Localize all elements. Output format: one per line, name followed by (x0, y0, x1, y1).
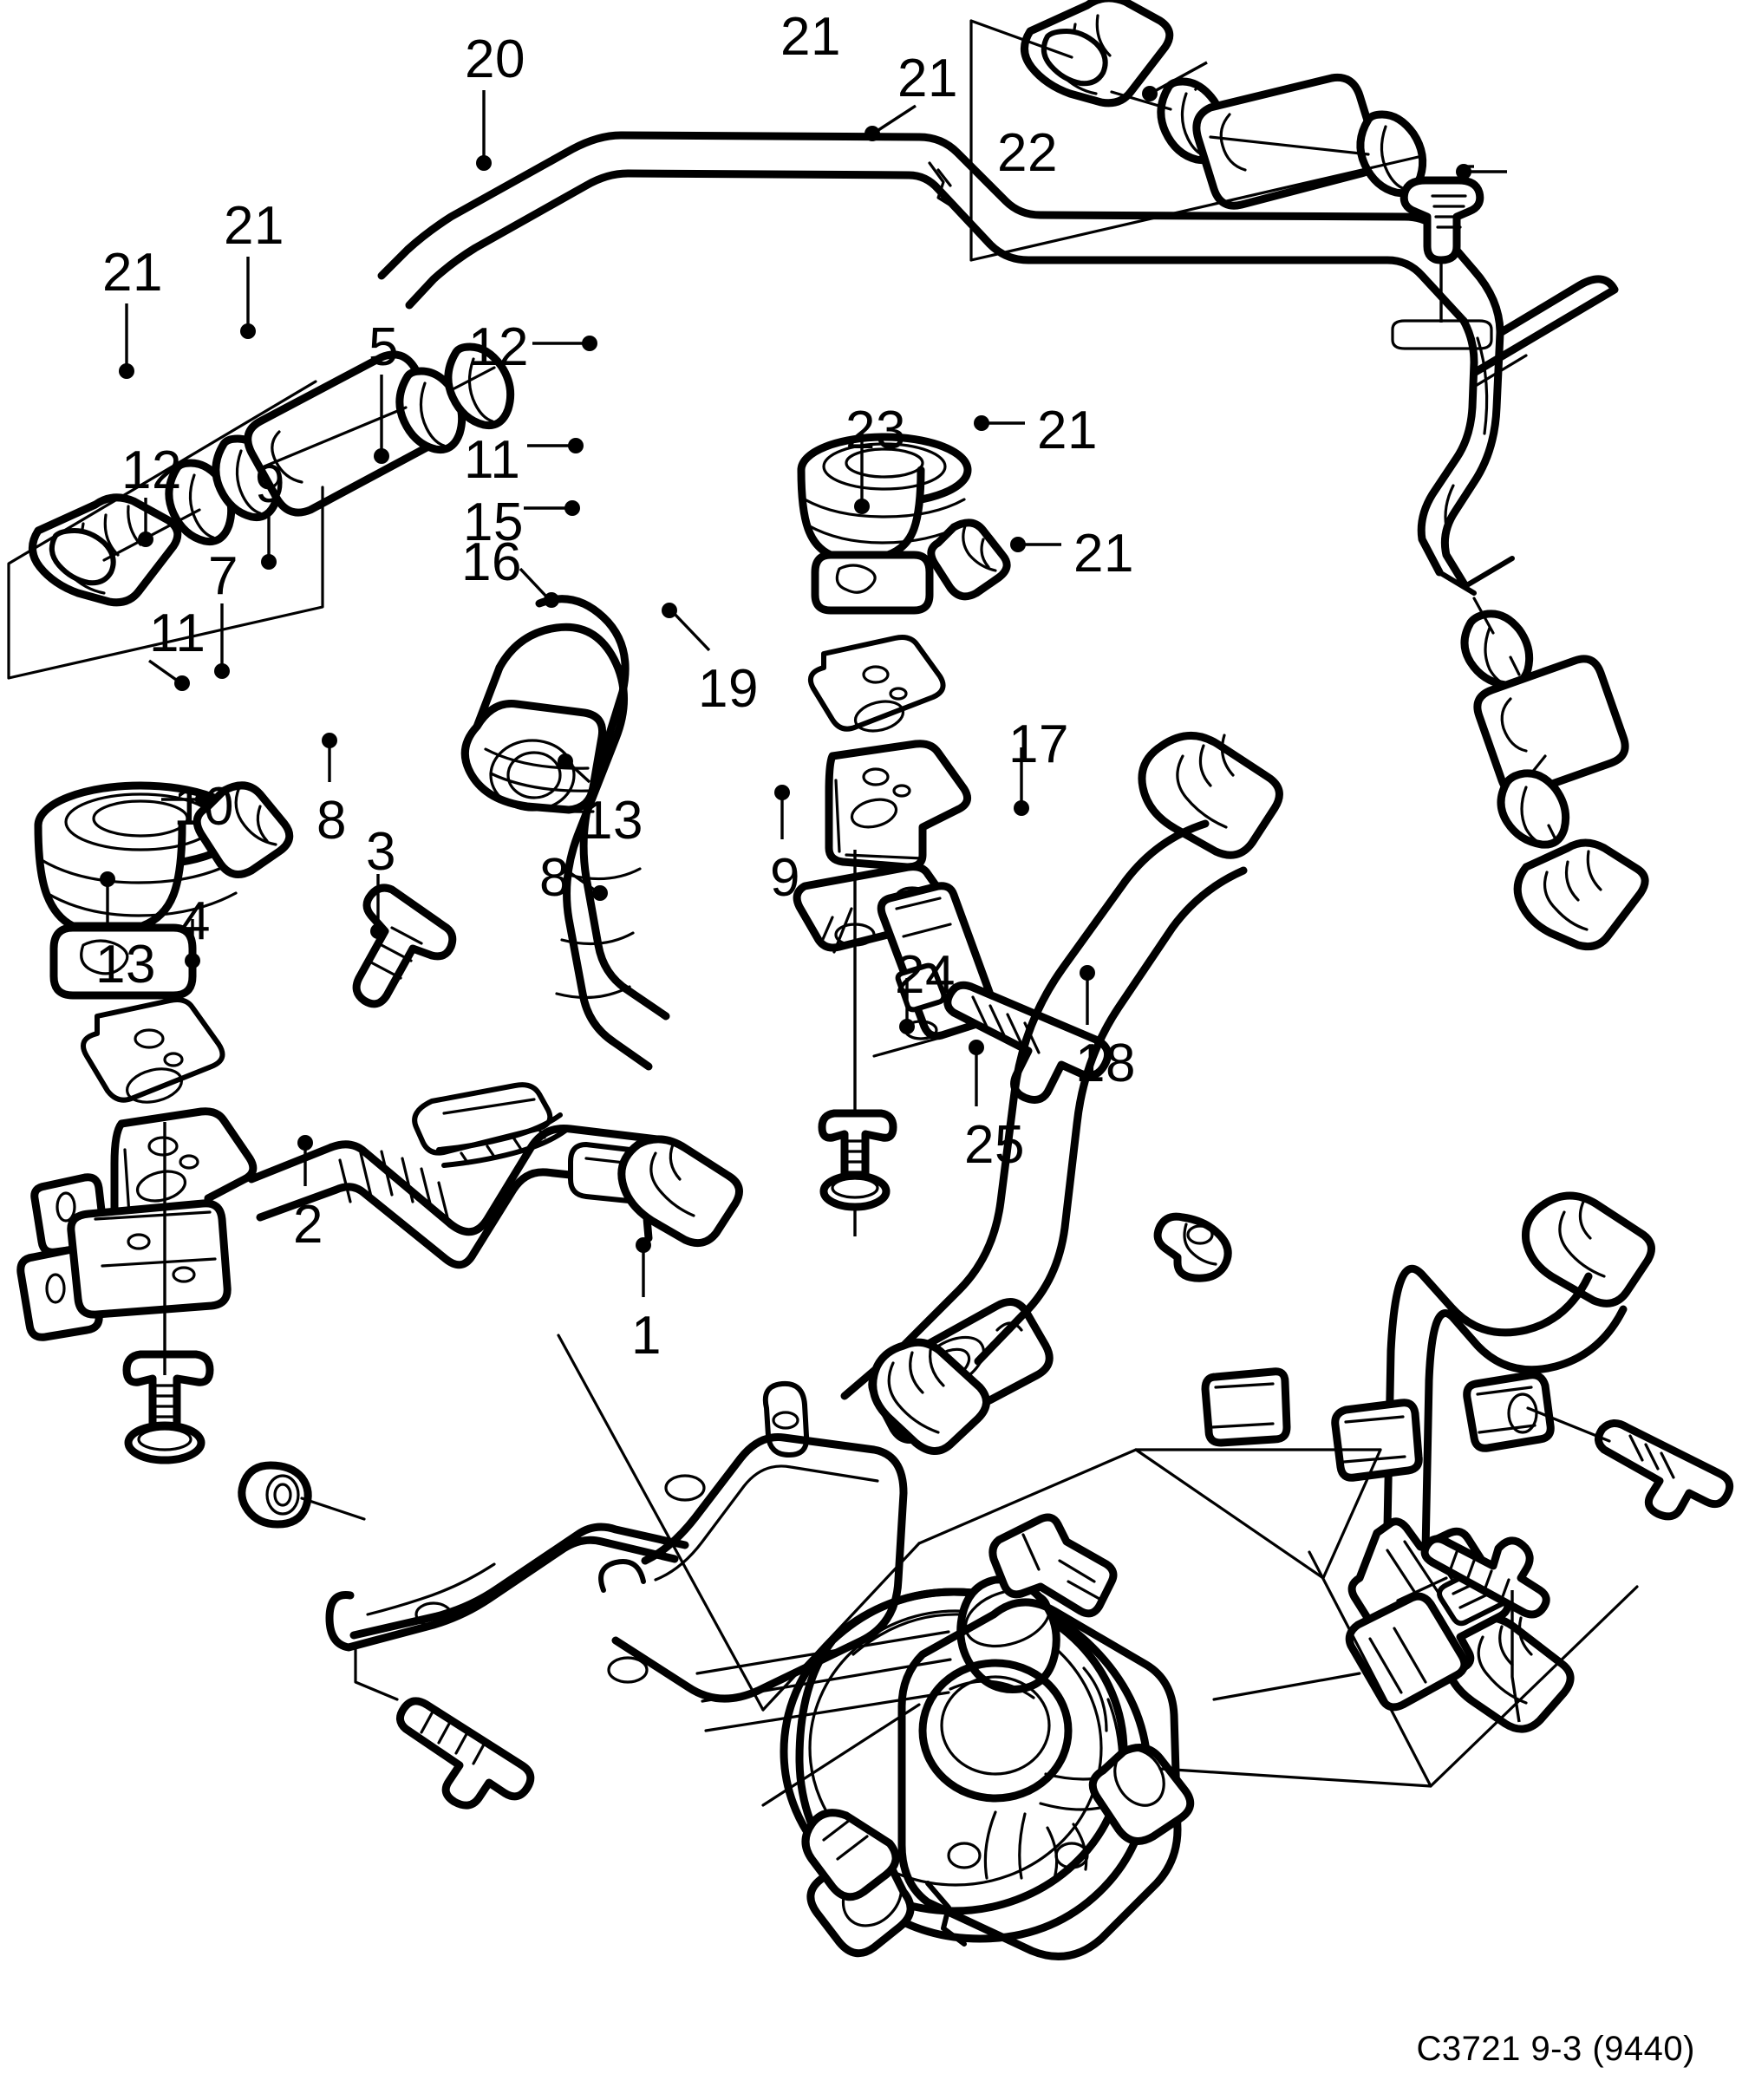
part-13-bolt-center (818, 1109, 897, 1211)
pipe-20-right-end (1417, 266, 1619, 596)
part-20-air-supply-pipe (377, 131, 1478, 325)
callout-8-b: 8 (539, 848, 570, 908)
part-5-air-hose (460, 595, 743, 1248)
part-10-bracket-left (16, 1107, 258, 1341)
callout-18: 18 (1075, 1034, 1136, 1093)
part-13-bolt-left (122, 1122, 214, 1464)
callout-21-d: 21 (102, 243, 163, 303)
callout-9-b: 9 (770, 848, 800, 908)
callout-23: 23 (845, 401, 906, 460)
part-12-valve-left (34, 781, 294, 1000)
callout-7: 7 (208, 546, 238, 606)
part-12-valve-center (797, 433, 1011, 615)
callout-21-f: 21 (1073, 524, 1134, 584)
callout-9-a: 9 (255, 454, 285, 514)
callout-16: 16 (461, 532, 522, 592)
callout-20: 20 (465, 29, 525, 89)
part-17-air-hose (1383, 1191, 1655, 1733)
part-11-gasket-left (81, 997, 225, 1104)
part-4-nut (238, 1461, 366, 1529)
callout-21-e: 21 (1037, 401, 1098, 460)
callout-13-a: 13 (583, 791, 643, 851)
callout-1: 1 (631, 1306, 662, 1366)
part-21-right-cluster (1460, 597, 1649, 951)
callout-12-b: 12 (121, 440, 182, 500)
part-18-bolt-right (1507, 1392, 1734, 1521)
callout-3: 3 (366, 822, 396, 882)
callout-4: 4 (180, 891, 211, 951)
part-2-bolt-left (354, 1642, 535, 1810)
callout-19: 19 (698, 659, 759, 719)
diagram-caption: C3721 9-3 (9440) (1416, 2030, 1695, 2068)
part-11-gasket-center (808, 635, 946, 733)
part-23-air-hose (840, 732, 1283, 1455)
callout-21-b: 21 (897, 49, 958, 108)
callout-22: 22 (997, 123, 1058, 183)
part-1-air-pump (780, 1513, 1195, 1960)
callout-17: 17 (1008, 714, 1069, 774)
callout-21-a: 21 (780, 7, 841, 67)
part-15-bracket-center (825, 740, 972, 871)
hose-clamp-brackets (1201, 1367, 1555, 1482)
callout-24: 24 (895, 945, 956, 1005)
part-8-gasket-left (412, 1082, 568, 1168)
leader-lines (100, 61, 1507, 1297)
callout-11-a: 11 (464, 430, 521, 490)
part-22-bolt (1391, 176, 1493, 350)
part-25-screw (1420, 1535, 1550, 1723)
callout-25: 25 (964, 1115, 1025, 1175)
callout-8-a: 8 (316, 791, 347, 851)
callout-21-c: 21 (224, 196, 284, 256)
part-16-bracket-center (793, 850, 1000, 1236)
part-21-topright-cluster (969, 0, 1427, 262)
part-9-bolt-right (1153, 1212, 1232, 1282)
bracket-panel-outlines (557, 1334, 1639, 1807)
part-21-left-cluster (7, 342, 515, 680)
callout-2: 2 (293, 1195, 323, 1255)
part-3-pump-bracket (325, 1380, 952, 1732)
part-9-bolt-left (352, 884, 457, 1008)
callout-5: 5 (369, 317, 399, 377)
callout-10: 10 (173, 777, 234, 837)
callout-13-b: 13 (95, 935, 156, 995)
callout-12-a: 12 (468, 317, 529, 377)
callout-11-b: 11 (149, 603, 206, 663)
callout-15: 15 (463, 492, 524, 552)
